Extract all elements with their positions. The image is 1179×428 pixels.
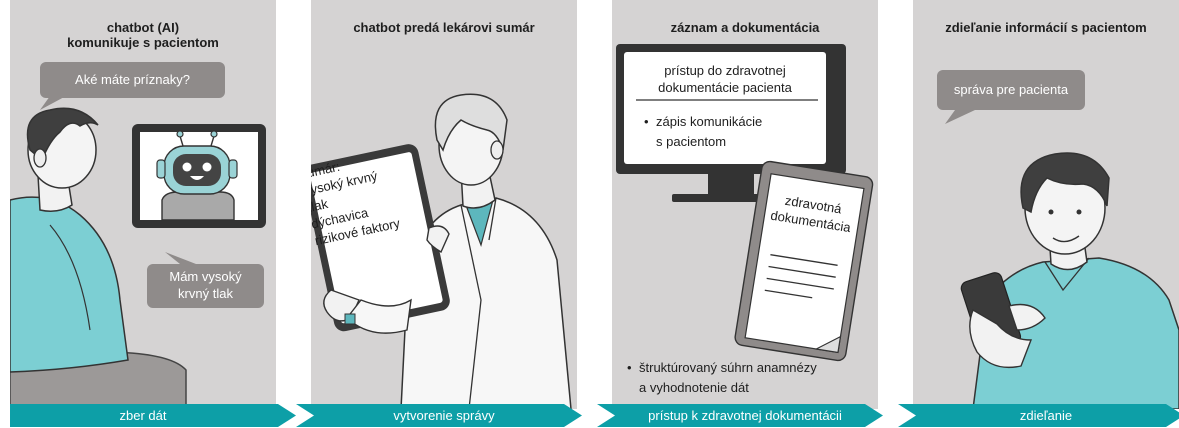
step-arrow: [10, 404, 296, 427]
step-label: zber dát: [119, 408, 167, 423]
answer-bubble: Mám vysoký krvný tlak: [147, 264, 264, 308]
panel-title-line: chatbot (AI): [106, 20, 180, 35]
patient-with-phone-illustration: [945, 110, 1179, 409]
monitor-bullet: zápis komunikácie s pacientom: [644, 112, 763, 152]
panel-title: zdieľanie informácií s pacientom: [945, 20, 1147, 35]
panel-title: chatbot (AI) komunikuje s pacientom: [10, 20, 276, 50]
panel-sharing: zdieľanie informácií s pacientom správa …: [913, 0, 1179, 409]
panel-documentation: záznam a dokumentácia prístup do zdravot…: [612, 0, 878, 409]
monitor-heading: prístup do zdravotnej dokumentácie pacie…: [624, 62, 826, 96]
summary-bullet: štruktúrovaný súhrn anamnézy a vyhodnote…: [627, 358, 817, 398]
summary-bullet-line: štruktúrovaný súhrn anamnézy: [639, 360, 817, 375]
step-arrow: [296, 404, 582, 427]
panel-report-creation: chatbot predá lekárovi sumár sumár: vyso…: [311, 0, 577, 409]
monitor-bullet-line: s pacientom: [656, 134, 727, 149]
monitor-bullet-line: zápis komunikácie: [656, 114, 763, 129]
step-arrow: [597, 404, 883, 427]
panel-data-collection: chatbot (AI) komunikuje s pacientom Aké …: [10, 0, 276, 409]
summary-bullet-line: a vyhodnotenie dát: [639, 380, 749, 395]
panel-title-line: komunikuje s pacientom: [67, 35, 219, 50]
question-text: Aké máte príznaky?: [75, 72, 190, 87]
monitor-heading-line: dokumentácie pacienta: [658, 80, 792, 95]
patient-message-bubble: správa pre pacienta: [937, 70, 1085, 110]
panel-title: chatbot predá lekárovi sumár: [353, 20, 535, 35]
answer-text-line: krvný tlak: [178, 286, 233, 301]
patient-message-text: správa pre pacienta: [953, 82, 1069, 97]
patient-and-robot-illustration: [10, 96, 266, 409]
step-label: vytvorenie správy: [393, 408, 495, 423]
question-bubble: Aké máte príznaky?: [40, 62, 225, 98]
monitor-heading-line: prístup do zdravotnej: [664, 63, 786, 78]
step-label: prístup k zdravotnej dokumentácii: [648, 408, 842, 423]
step-label: zdieľanie: [1019, 408, 1073, 423]
answer-text-line: Mám vysoký: [169, 269, 242, 284]
step-arrow: [898, 404, 1179, 427]
doctor-with-tablet-illustration: [311, 93, 572, 409]
panel-title: záznam a dokumentácia: [670, 20, 820, 35]
